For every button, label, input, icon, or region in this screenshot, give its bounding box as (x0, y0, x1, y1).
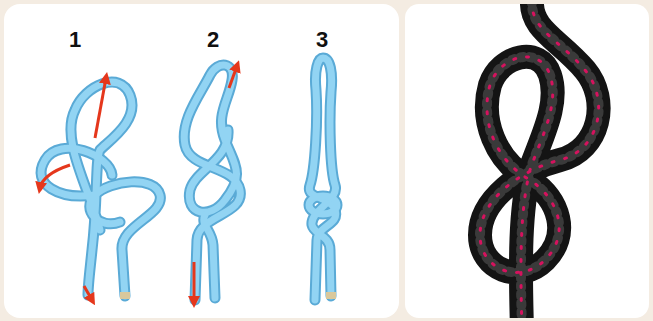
direction-arrows-2 (194, 66, 237, 302)
step-number: 3 (316, 29, 328, 51)
step-number: 1 (69, 29, 81, 51)
direction-arrows-1 (40, 78, 106, 300)
knot-photo (480, 4, 599, 318)
steps-panel (4, 4, 399, 318)
step-number: 2 (207, 29, 219, 51)
rope-step-3 (309, 58, 337, 300)
